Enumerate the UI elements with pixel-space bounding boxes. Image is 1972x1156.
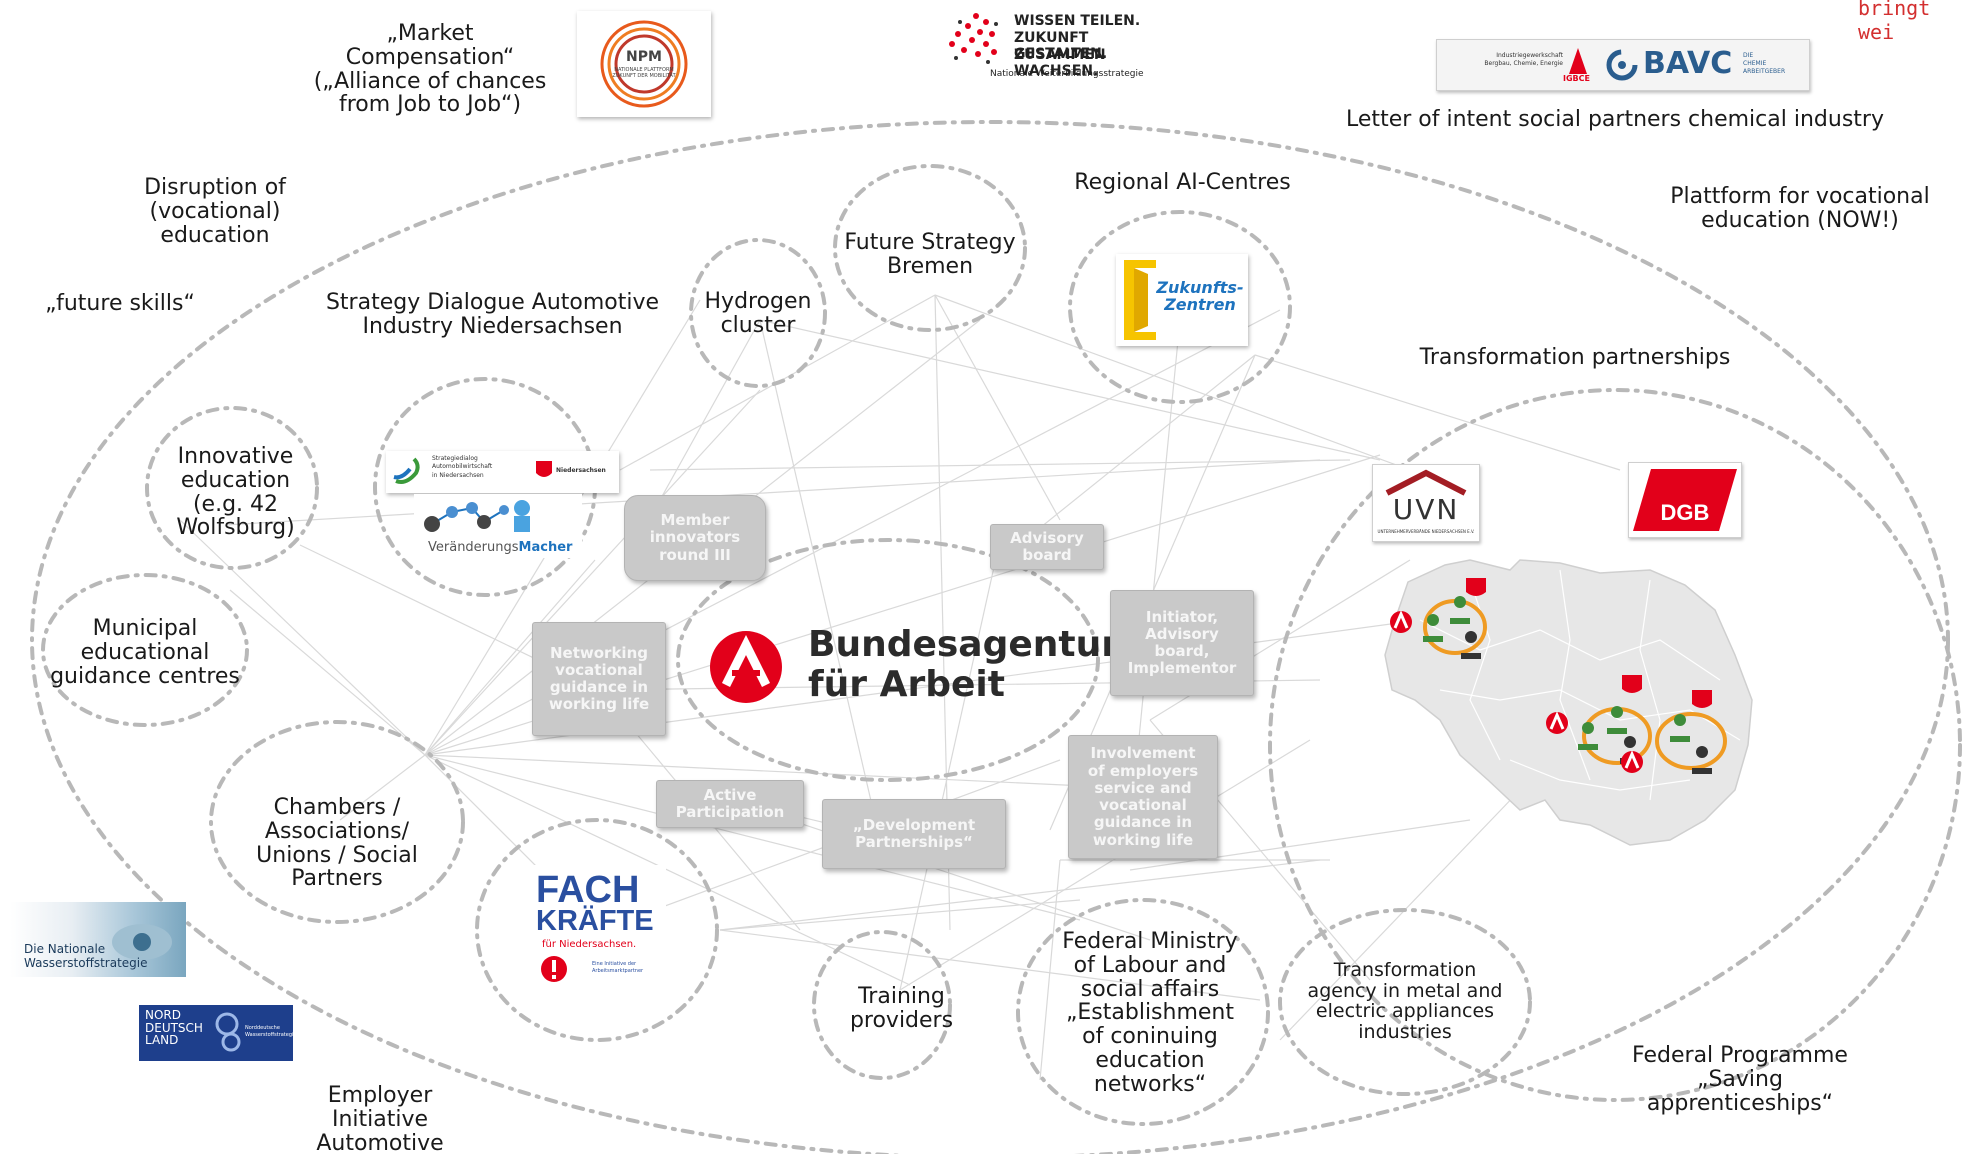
label-future-skills: „future skills“	[45, 291, 195, 316]
vm-text: VeränderungsMacher	[428, 540, 572, 555]
sd-swoosh-icon	[393, 457, 420, 484]
ba-small-icon	[1390, 610, 1643, 773]
wissen-line1: WISSEN TEILEN.	[1014, 13, 1141, 29]
fach-line1: FACH	[536, 869, 640, 911]
label-federal-ministry: Federal Ministry of Labour and social af…	[1062, 929, 1238, 1097]
label-chambers: Chambers / Associations/ Unions / Social…	[256, 795, 418, 892]
strategiedialog-logo: Strategiedialog Automobilwirtschaft in N…	[386, 451, 619, 493]
lower-saxony-map	[1384, 559, 1753, 846]
center-ellipse	[676, 538, 1100, 782]
label-future-strategy-bremen: Future Strategy Bremen	[844, 230, 1016, 279]
bavc-text: BAVC	[1643, 46, 1733, 81]
dgb-shape-icon	[1633, 469, 1737, 531]
dgb-logo: DGB	[1628, 462, 1742, 538]
bavc-sub: DIE CHEMIE ARBEITGEBER	[1743, 52, 1786, 75]
wasserstoff-logo: Die Nationale Wasserstoffstrategie	[10, 902, 186, 977]
box-development-partnerships: „Development Partnerships“	[822, 799, 1006, 869]
box-networking: Networking vocational guidance in workin…	[532, 622, 666, 736]
sd-state: Niedersachsen	[556, 467, 606, 474]
label-transformation-partnerships: Transformation partnerships	[1419, 345, 1731, 370]
igbce-icon	[1569, 48, 1587, 74]
bundesagentur-logo: Bundesagentur für Arbeit	[708, 620, 1119, 710]
label-strategy-dialogue: Strategy Dialogue Automotive Industry Ni…	[325, 290, 660, 339]
ba-name-line1: Bundesagentur	[808, 624, 1120, 665]
zukunftszentren-logo: Zukunfts- Zentren	[1116, 254, 1248, 346]
uvn-roof-icon	[1385, 469, 1467, 496]
yellow-door-icon	[1124, 260, 1156, 340]
sd-text: Strategiedialog Automobilwirtschaft in N…	[432, 455, 493, 479]
label-federal-programme: Federal Programme „Saving apprenticeship…	[1632, 1043, 1848, 1116]
transformation-ellipse	[1268, 388, 1962, 1102]
vm-text-b: Macher	[518, 540, 573, 555]
zukunft-text: Zukunfts- Zentren	[1156, 278, 1244, 314]
box-active-participation: Active Participation	[656, 780, 804, 828]
veraenderungsmacher-logo: VeränderungsMacher	[414, 494, 582, 558]
bavc-c-icon	[1606, 49, 1638, 81]
npm-rings-icon	[600, 20, 688, 108]
npm-logo: NPM NATIONALE PLATTFORM ZUKUNFT DER MOBI…	[577, 11, 711, 117]
niedersachsen-icon	[536, 461, 552, 477]
corner-text: bringt wei	[1858, 0, 1931, 44]
igbce-short: IGBCE	[1563, 74, 1590, 83]
label-disruption: Disruption of (vocational) education	[144, 175, 286, 248]
ba-name-line2: für Arbeit	[808, 664, 1005, 705]
igbce-bavc-logo: Industriegewerkschaft Bergbau, Chemie, E…	[1436, 39, 1810, 91]
wissen-line3: ZUSAMMEN WACHSEN.	[1014, 47, 1106, 79]
label-market-compensation: „Market Compensation“ („Alliance of chan…	[313, 21, 547, 118]
uvn-text: UVN	[1392, 493, 1460, 526]
nord-sub: Norddeutsche Wasserstoffstrategie	[245, 1025, 297, 1038]
label-hydrogen-cluster: Hydrogen cluster	[704, 289, 812, 338]
alert-icon	[541, 956, 567, 982]
npm-sub: NATIONALE PLATTFORM ZUKUNFT DER MOBILITÄ…	[612, 67, 676, 79]
igbce-text: Industriegewerkschaft Bergbau, Chemie, E…	[1484, 52, 1563, 68]
wissen-line2: ZUKUNFT GESTALTEN.	[1014, 30, 1108, 62]
box-involvement: Involvement of employers service and voc…	[1068, 735, 1218, 859]
fach-line3: für Niedersachsen.	[542, 939, 637, 950]
dots-icon	[949, 13, 998, 64]
uvn-sub: UNTERNEHMERVERBÄNDE NIEDERSACHSEN E.V.	[1377, 529, 1475, 534]
molecule-icon	[215, 1012, 241, 1052]
ba-logo-icon	[710, 631, 782, 703]
dashed-ellipses	[30, 120, 1962, 1154]
label-innovative-education: Innovative education (e.g. 42 Wolfsburg)	[176, 444, 295, 541]
fach-line2: KRÄFTE	[536, 905, 654, 937]
niedersachsen-coat-icon	[1466, 578, 1712, 708]
label-employer-initiative: Employer Initiative Automotive	[316, 1083, 444, 1156]
gears-network-icon	[424, 500, 530, 532]
outer-ellipse	[30, 120, 1950, 1154]
eye-icon	[112, 924, 172, 960]
vm-text-a: Veränderungs	[428, 540, 519, 555]
box-member-innovators: Member innovators round III	[624, 495, 766, 581]
nord-text: NORD DEUTSCH LAND	[145, 1008, 203, 1048]
weiterbildungsstrategie-logo: WISSEN TEILEN. ZUKUNFT GESTALTEN. ZUSAMM…	[946, 10, 1156, 86]
wasserstoff-text: Die Nationale Wasserstoffstrategie	[24, 942, 148, 971]
fachkraefte-logo: FACH KRÄFTE für Niedersachsen. Eine Init…	[530, 865, 666, 995]
npm-short: NPM	[626, 49, 662, 65]
label-letter-of-intent: Letter of intent social partners chemica…	[1346, 107, 1884, 132]
label-training-providers: Training providers	[849, 984, 954, 1033]
norddeutschland-logo: NORD DEUTSCH LAND Norddeutsche Wassersto…	[139, 1005, 297, 1061]
label-municipal: Municipal educational guidance centres	[50, 616, 240, 689]
label-transformation-agency: Transformation agency in metal and elect…	[1307, 959, 1503, 1043]
uvn-logo: UVN UNTERNEHMERVERBÄNDE NIEDERSACHSEN E.…	[1372, 464, 1480, 542]
box-initiator: Initiator, Advisory board, Implementor	[1110, 590, 1254, 696]
dgb-text: DGB	[1660, 500, 1710, 525]
label-regional-ai-centres: Regional AI-Centres	[1074, 170, 1291, 195]
label-plattform: Plattform for vocational education (NOW!…	[1670, 184, 1930, 233]
fach-sub: Eine Initiative der Arbeitsmarktpartner	[592, 961, 644, 974]
box-advisory-board: Advisory board	[990, 524, 1104, 570]
wissen-sub: Nationale Weiterbildungsstrategie	[990, 69, 1144, 79]
